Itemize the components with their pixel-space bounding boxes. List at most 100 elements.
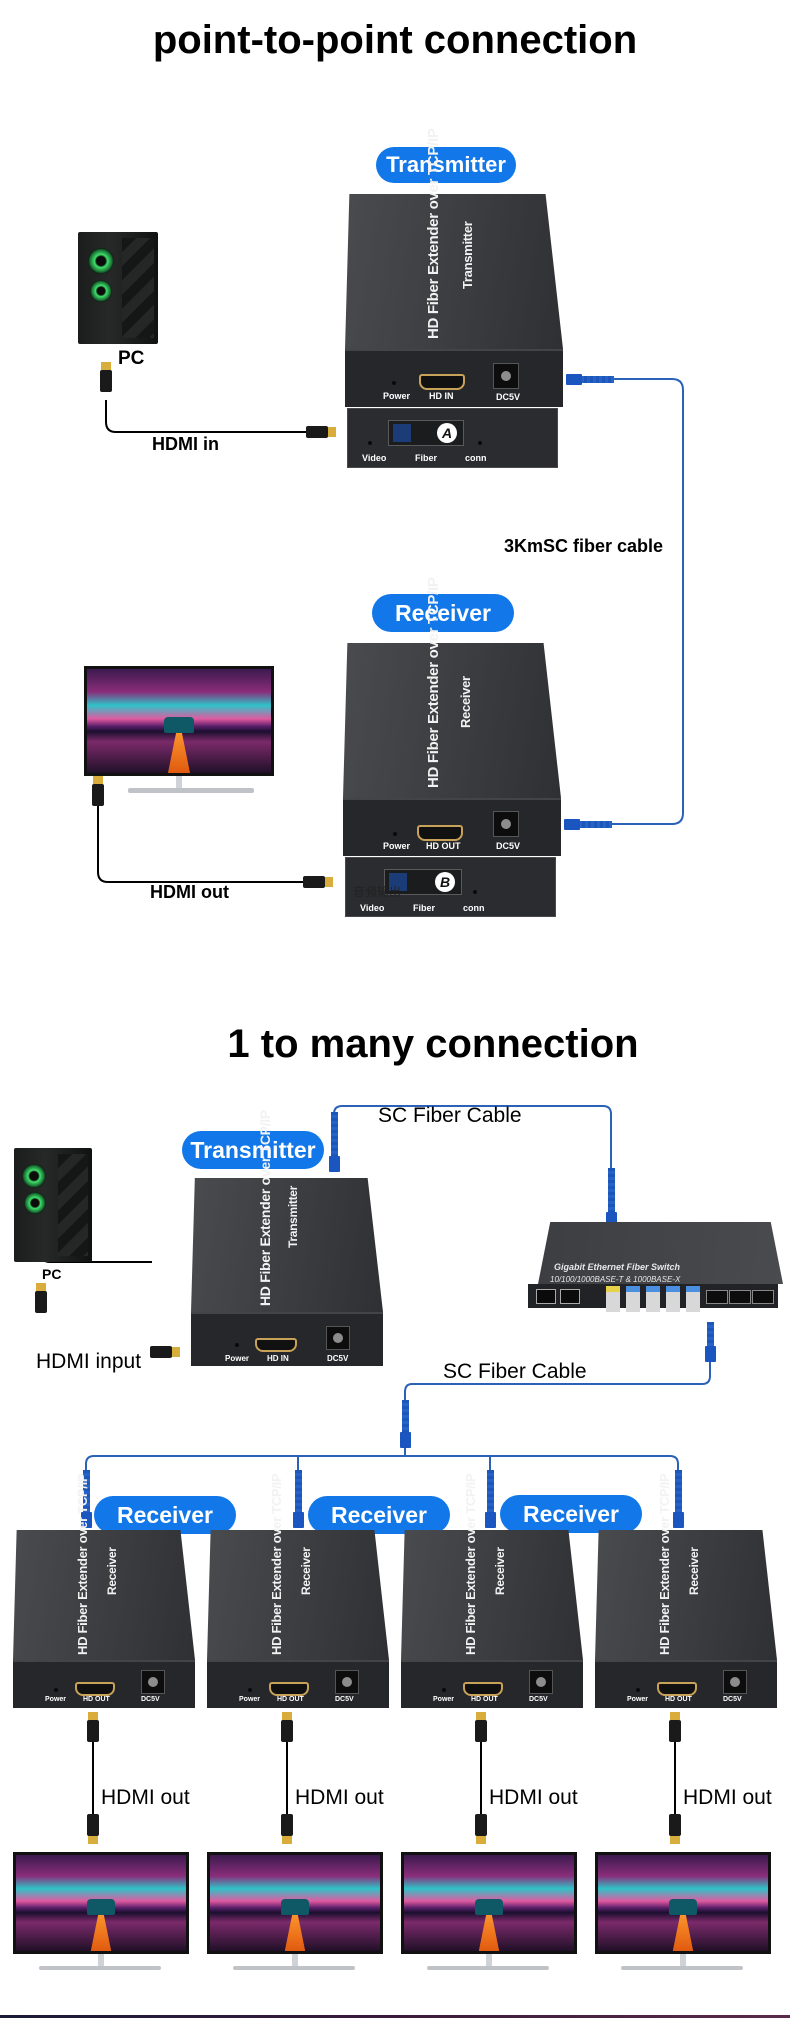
port-label-hdmi: HD OUT: [426, 841, 461, 851]
pc-label: PC: [118, 348, 145, 369]
product-text: HD Fiber Extender over TCP/IP: [269, 1473, 284, 1655]
dc5v-port: [141, 1670, 165, 1694]
port-label-power: Power: [225, 1354, 250, 1363]
fiber-switch: Gigabit Ethernet Fiber Switch 10/100/100…: [528, 1222, 783, 1322]
port-label-video: Video: [362, 453, 387, 463]
port-label-dc: DC5V: [496, 841, 521, 851]
hdmi-out-port: [657, 1682, 697, 1696]
port-label-dc: DC5V: [496, 392, 521, 402]
receiver-unit: HD Fiber Extender over TCP/IP Receiver P…: [207, 1474, 389, 1710]
dc5v-port: [529, 1670, 553, 1694]
port-label-power: Power: [383, 391, 411, 401]
fiber-connector-icon: [564, 819, 612, 830]
monitor-icon: [401, 1852, 581, 1976]
switch-label-line2: 10/100/1000BASE-T & 1000BASE-X: [550, 1275, 681, 1284]
port-label-power: Power: [239, 1696, 261, 1703]
receiver-unit: HD Fiber Extender over TCP/IP Receiver P…: [401, 1474, 583, 1710]
port-label-conn: conn: [465, 453, 487, 463]
fiber-connector-icon: [485, 1470, 496, 1528]
monitor-icon: [13, 1852, 193, 1976]
fiber-connector-icon: [293, 1470, 304, 1528]
transmitter-unit: HD Fiber Extender over TCP/IP Transmitte…: [345, 128, 563, 470]
fiber-cable-switch-split: [404, 1322, 711, 1455]
hdmi-in-port: [419, 374, 465, 390]
fiber-port-b: B: [384, 869, 462, 895]
port-label-hdmi: HD OUT: [83, 1696, 110, 1703]
switch-label-line1: Gigabit Ethernet Fiber Switch: [554, 1262, 681, 1272]
monitor-icon: [84, 666, 274, 802]
bottom-border: [0, 2015, 790, 2018]
dc5v-port: [326, 1326, 350, 1350]
fiber-connector-icon: [81, 1470, 92, 1528]
hdmi-out-label: HDMI out: [683, 1786, 772, 1809]
fiber-connector-icon: [329, 1112, 340, 1172]
port-label-conn: conn: [463, 903, 485, 913]
receiver-badge: Receiver: [94, 1496, 236, 1534]
port-label-power: Power: [433, 1696, 455, 1703]
product-text: HD Fiber Extender over TCP/IP: [463, 1473, 478, 1655]
port-label-hdmi: HD IN: [267, 1354, 289, 1363]
receiver-unit: HD Fiber Extender over TCP/IP Receiver P…: [595, 1474, 777, 1710]
port-label-dc: DC5V: [141, 1696, 160, 1703]
port-label-video: Video: [360, 903, 385, 913]
hdmi-out-label: HDMI out: [489, 1786, 578, 1809]
hdmi-in-port: [255, 1338, 297, 1352]
port-label-fiber: Fiber: [415, 453, 438, 463]
role-text: Receiver: [493, 1547, 507, 1595]
port-label-dc: DC5V: [327, 1354, 349, 1363]
fiber-cable-tx-switch: [333, 1105, 612, 1240]
port-label-fiber: Fiber: [413, 903, 436, 913]
p2p-cables: [97, 378, 684, 883]
port-label-hdmi: HD IN: [429, 391, 454, 401]
fiber-port-a: A: [388, 420, 464, 446]
port-label-power: Power: [383, 841, 411, 851]
hdmi-out-port: [463, 1682, 503, 1696]
port-label-hdmi: HD OUT: [277, 1696, 304, 1703]
fiber-cable-label: 3KmSC fiber cable: [504, 536, 664, 556]
port-label-dc: DC5V: [723, 1696, 742, 1703]
dc5v-port: [493, 811, 519, 837]
port-label-dc: DC5V: [335, 1696, 354, 1703]
section-title-one-to-many: 1 to many connection: [227, 1022, 639, 1066]
sc-fiber-label-top: SC Fiber Cable: [378, 1104, 522, 1127]
port-label-power: Power: [45, 1696, 67, 1703]
receiver-unit: HD Fiber Extender over TCP/IP Receiver P…: [13, 1474, 195, 1710]
role-text: Receiver: [105, 1547, 119, 1595]
pc-label: PC: [42, 1266, 62, 1282]
dc5v-port: [335, 1670, 359, 1694]
port-label-hdmi: HD OUT: [665, 1696, 692, 1703]
pc-tower-icon: [78, 232, 158, 344]
fiber-badge-b: B: [435, 872, 455, 892]
pc-tower-icon: [14, 1148, 92, 1262]
fiber-connector-icon: [606, 1168, 617, 1228]
transmitter-badge: Transmitter: [376, 147, 516, 183]
fiber-connector-icon: [400, 1400, 411, 1448]
product-text: HD Fiber Extender over TCP/IP: [75, 1473, 90, 1655]
monitor-icon: [207, 1852, 387, 1976]
hdmi-out-label: HDMI out: [295, 1786, 384, 1809]
overlay-text: 音频输出: [353, 885, 402, 899]
fiber-cable-3km: [586, 378, 684, 825]
hdmi-in-cable: [105, 400, 310, 433]
hdmi-out-port: [269, 1682, 309, 1696]
receiver-badge: Receiver: [500, 1495, 642, 1533]
port-label-power: Power: [627, 1696, 649, 1703]
receiver-badge: Receiver: [372, 594, 514, 632]
product-text: HD Fiber Extender over TCP/IP: [657, 1473, 672, 1655]
receiver-unit: HD Fiber Extender over TCP/IP Receiver P…: [343, 577, 561, 919]
receiver-badge: Receiver: [308, 1496, 450, 1534]
hdmi-out-label: HDMI out: [150, 882, 229, 902]
sc-fiber-label-bottom: SC Fiber Cable: [443, 1360, 587, 1383]
port-label-dc: DC5V: [529, 1696, 548, 1703]
hdmi-out-port: [417, 825, 463, 841]
hdmi-input-label: HDMI input: [36, 1350, 142, 1373]
dc5v-port: [493, 363, 519, 389]
fiber-connector-icon: [566, 374, 614, 385]
monitor-icon: [595, 1852, 775, 1976]
role-text: Receiver: [299, 1547, 313, 1595]
transmitter-badge: Transmitter: [182, 1131, 324, 1169]
hdmi-out-label: HDMI out: [101, 1786, 190, 1809]
section-title-p2p: point-to-point connection: [152, 18, 638, 62]
dc5v-port: [723, 1670, 747, 1694]
